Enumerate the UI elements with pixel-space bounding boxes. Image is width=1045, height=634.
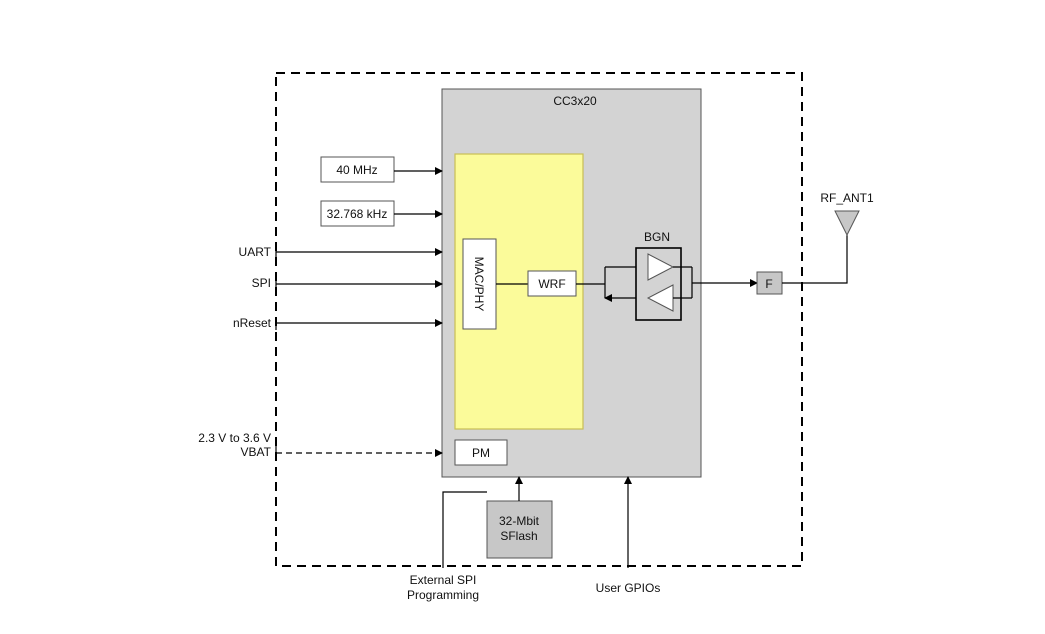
external-spi-label-line2: Programming [407,588,479,602]
bgn-label: BGN [644,230,670,244]
nreset-label: nReset [233,316,272,330]
vbat-label: VBAT [241,445,272,459]
external-spi-label-line1: External SPI [410,573,477,587]
tx-amplifier-icon [647,253,675,281]
chip-title: CC3x20 [553,94,597,108]
pm-box [454,439,508,466]
user-gpios-label: User GPIOs [596,581,661,595]
pm-label: PM [472,446,490,460]
sflash-label-line1: 32-Mbit [499,514,540,528]
bgn-box [635,247,682,321]
clock-40mhz-box [320,156,395,183]
clock-40mhz-label: 40 MHz [336,163,377,177]
sflash-box [486,500,553,559]
mac-phy-label: MAC/PHY [472,257,486,312]
clock-32khz-box [320,200,395,227]
sflash-label-line2: SFlash [500,529,537,543]
wrf-label: WRF [538,277,565,291]
mac-phy-box [462,238,497,330]
vbat-range-label: 2.3 V to 3.6 V [198,431,271,445]
spi-label: SPI [252,276,271,290]
wrf-box [527,270,577,297]
antenna-label: RF_ANT1 [820,191,874,205]
external-spi-line [442,491,487,568]
filter-label: F [765,277,772,291]
antenna-icon [834,210,860,237]
antenna-feed-line [782,235,848,284]
clock-32khz-label: 32.768 kHz [327,207,388,221]
uart-label: UART [239,245,272,259]
